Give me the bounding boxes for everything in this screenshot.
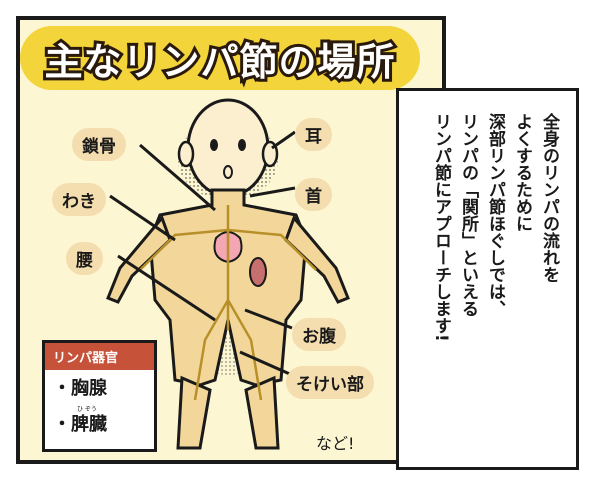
spleen-ruby: ひ ぞう bbox=[77, 406, 97, 413]
head bbox=[186, 98, 270, 198]
callout-line: 深部リンパ節ほぐしでは、 bbox=[485, 113, 505, 317]
spleen bbox=[249, 257, 267, 287]
lymph-organ-legend: リンパ器官 ・胸腺 ひ ぞう ・脾臓 bbox=[42, 340, 157, 452]
label-belly: お腹 bbox=[292, 318, 346, 351]
legend-item-spleen: ひ ぞう ・脾臓 bbox=[45, 400, 154, 436]
label-clavicle: 鎖骨 bbox=[72, 128, 126, 161]
label-waist: 腰 bbox=[66, 242, 103, 275]
explanation-callout: 全身のリンパの流れを よくするために 深部リンパ節ほぐしでは、 リンパの「関所」… bbox=[396, 88, 579, 470]
left-leg bbox=[176, 375, 212, 450]
label-neck: 首 bbox=[295, 178, 332, 211]
callout-line: リンパの「関所」といえる bbox=[458, 113, 478, 317]
callout-line: 全身のリンパの流れを bbox=[539, 113, 559, 283]
title-banner: 主なリンパ節の場所 bbox=[20, 26, 420, 90]
legend-item-spleen-label: ・脾臓 bbox=[53, 414, 107, 435]
label-armpit: わき bbox=[52, 183, 106, 216]
callout-line: よくするために bbox=[512, 113, 532, 232]
legend-item-thymus: ・胸腺 bbox=[53, 378, 107, 399]
right-leg bbox=[244, 375, 280, 450]
label-groin: そけい部 bbox=[286, 366, 374, 399]
label-ear: 耳 bbox=[295, 118, 332, 151]
page-title: 主なリンパ節の場所 bbox=[41, 37, 397, 87]
legend-heading: リンパ器官 bbox=[45, 343, 154, 370]
callout-text: 全身のリンパの流れを よくするために 深部リンパ節ほぐしでは、 リンパの「関所」… bbox=[427, 113, 562, 453]
callout-line: リンパ節にアプローチします! bbox=[431, 113, 451, 342]
etc-note: など! bbox=[316, 434, 355, 453]
